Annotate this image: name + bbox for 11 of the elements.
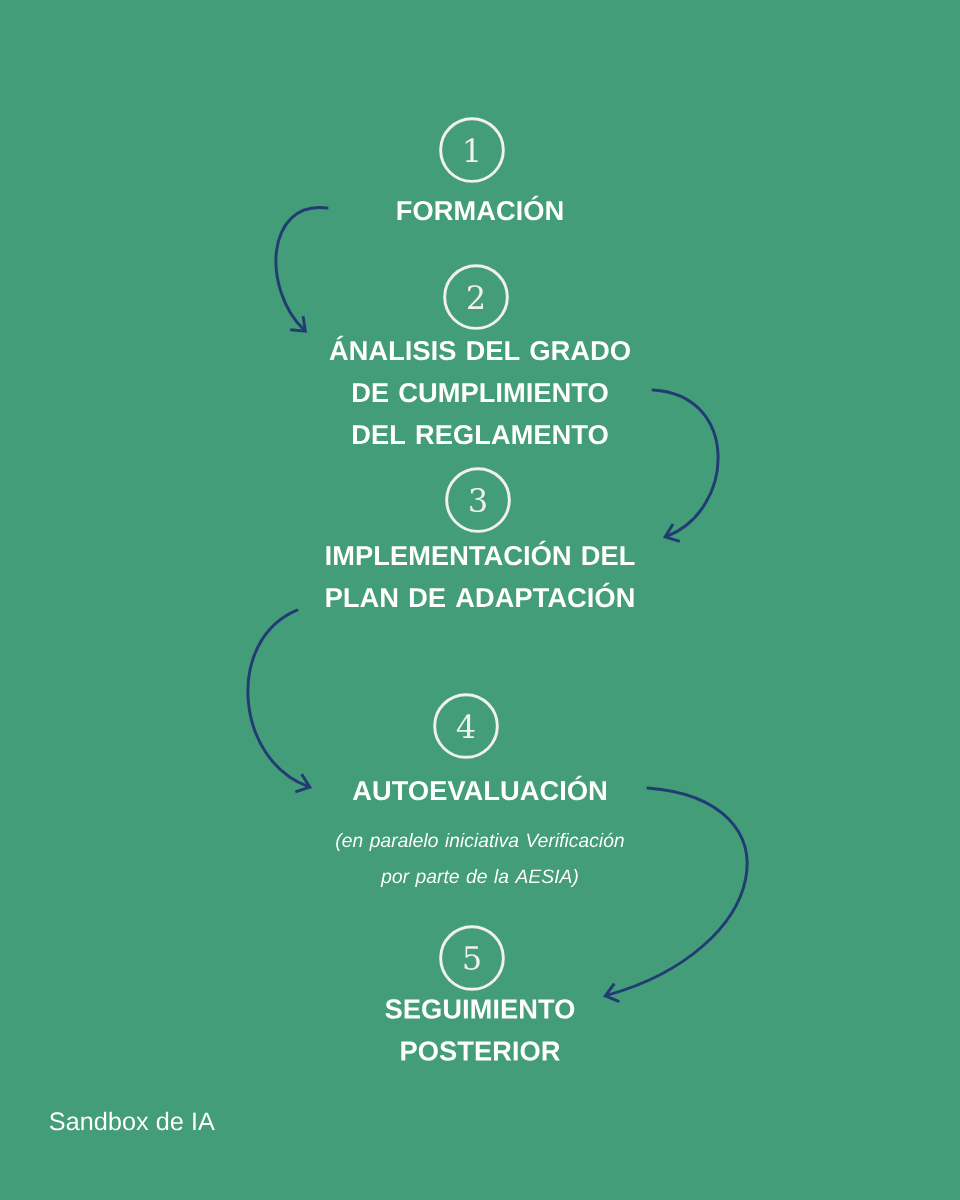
- curved-arrow: [651, 388, 720, 543]
- step-title: SEGUIMIENTO POSTERIOR: [385, 999, 575, 1061]
- curved-arrow: [602, 786, 749, 1003]
- footer-text: Sandbox de IA: [49, 1111, 215, 1131]
- step-title: ÁNALISIS DEL GRADO DE CUMPLIMIENTO DEL REGLAMENTO: [329, 335, 630, 445]
- step-title: AUTOEVALUACIÓN: [352, 775, 606, 801]
- step-title: IMPLEMENTACIÓN DEL PLAN DE ADAPTACIÓN: [326, 540, 635, 608]
- note-text: (en paralelo iniciativa Verificación por parte de la AESIA): [336, 832, 624, 887]
- curved-arrow: [246, 608, 313, 794]
- step-title: FORMACIÓN: [397, 195, 563, 221]
- curved-arrow: [274, 206, 329, 333]
